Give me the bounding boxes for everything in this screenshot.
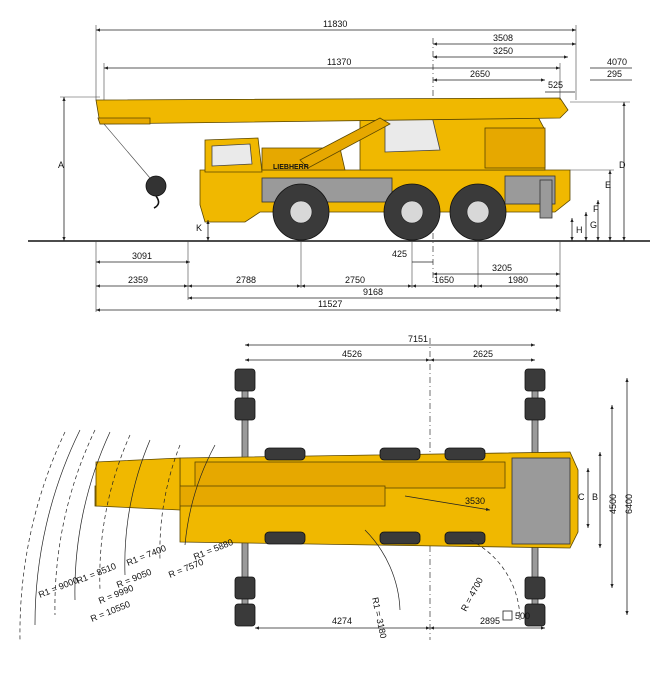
dim-525: 525 bbox=[548, 80, 563, 90]
legend-500: 500 bbox=[515, 611, 530, 621]
side-bottom-dimensions: 3091 425 3205 2359 2788 2750 1650 1980 9… bbox=[95, 241, 561, 312]
pad-legend: 500 bbox=[502, 610, 530, 621]
dim-2359: 2359 bbox=[128, 275, 148, 285]
hoist-rope bbox=[103, 123, 151, 179]
counterweight bbox=[484, 127, 546, 169]
wheels bbox=[272, 183, 507, 241]
radius-label: R = 9990 bbox=[97, 583, 135, 606]
dim-2895: 2895 bbox=[480, 616, 500, 626]
dim-295: 295 bbox=[607, 69, 622, 79]
hook bbox=[153, 195, 160, 209]
boom-head bbox=[97, 117, 151, 125]
letter-A: A bbox=[58, 160, 64, 170]
letter-D: D bbox=[619, 160, 626, 170]
letter-G: G bbox=[590, 220, 597, 230]
side-vertical-dimensions: A K D E F G H bbox=[58, 96, 630, 241]
radius-label: R1 = 3180 bbox=[370, 596, 388, 639]
dim-3250: 3250 bbox=[493, 46, 513, 56]
radius-label: R = 7570 bbox=[167, 557, 205, 580]
letter-E: E bbox=[605, 180, 611, 190]
letter-C: C bbox=[578, 492, 585, 502]
dim-4500: 4500 bbox=[608, 494, 618, 514]
side-view: LIEBHERR 11830 3508 3250 4070 bbox=[28, 19, 650, 312]
top-view: R1 = 5880 R = 7570 R1 = 7400 R = 9050 R1… bbox=[19, 334, 634, 641]
outrigger-leg bbox=[539, 179, 553, 219]
dim-7151: 7151 bbox=[408, 334, 428, 344]
top-tyres bbox=[264, 447, 486, 545]
dim-3091: 3091 bbox=[132, 251, 152, 261]
dim-2650: 2650 bbox=[470, 69, 490, 79]
letter-B: B bbox=[592, 492, 598, 502]
pad-size-square bbox=[502, 610, 513, 621]
dim-4526: 4526 bbox=[342, 349, 362, 359]
dim-2625: 2625 bbox=[473, 349, 493, 359]
radius-label: R = 4700 bbox=[459, 576, 485, 613]
swing-radii bbox=[19, 429, 521, 641]
brand-label: LIEBHERR bbox=[273, 164, 309, 171]
dim-11830: 11830 bbox=[323, 19, 347, 29]
dim-1980: 1980 bbox=[508, 275, 528, 285]
radius-label: R1 = 7400 bbox=[125, 543, 167, 568]
luffing-cylinder bbox=[299, 117, 391, 169]
upper-deck bbox=[194, 461, 506, 489]
radius-label: R1 = 8510 bbox=[75, 561, 117, 586]
dim-3508: 3508 bbox=[493, 33, 513, 43]
side-top-dimensions: 11830 3508 3250 4070 11370 2650 525 295 bbox=[95, 19, 632, 100]
dim-1650: 1650 bbox=[434, 275, 454, 285]
dim-6400: 6400 bbox=[624, 494, 634, 514]
dim-2750: 2750 bbox=[345, 275, 365, 285]
dim-11370: 11370 bbox=[327, 57, 351, 67]
dim-11527: 11527 bbox=[318, 299, 342, 309]
boom-head-top bbox=[95, 457, 181, 511]
outrigger-pads bbox=[234, 368, 546, 627]
letter-K: K bbox=[196, 223, 202, 233]
crane-side-body: LIEBHERR bbox=[95, 97, 571, 241]
rear-module bbox=[511, 457, 571, 545]
dim-4070: 4070 bbox=[607, 57, 627, 67]
dim-4274: 4274 bbox=[332, 616, 352, 626]
dim-3205: 3205 bbox=[492, 263, 512, 273]
dim-425: 425 bbox=[392, 249, 407, 259]
radius-label: R = 10550 bbox=[89, 599, 131, 624]
dim-3530: 3530 bbox=[465, 496, 485, 506]
top-view-dimensions: 7151 4526 2625 4274 2895 3530 C B 4500 6… bbox=[245, 334, 634, 630]
radius-labels: R1 = 5880 R = 7570 R1 = 7400 R = 9050 R1… bbox=[37, 537, 485, 639]
cab-window bbox=[211, 143, 253, 167]
letter-F: F bbox=[593, 204, 599, 214]
letter-H: H bbox=[576, 225, 583, 235]
hook-block bbox=[145, 175, 167, 197]
radius-label: R1 = 9000 bbox=[37, 575, 79, 600]
dim-2788: 2788 bbox=[236, 275, 256, 285]
dim-9168: 9168 bbox=[363, 287, 383, 297]
